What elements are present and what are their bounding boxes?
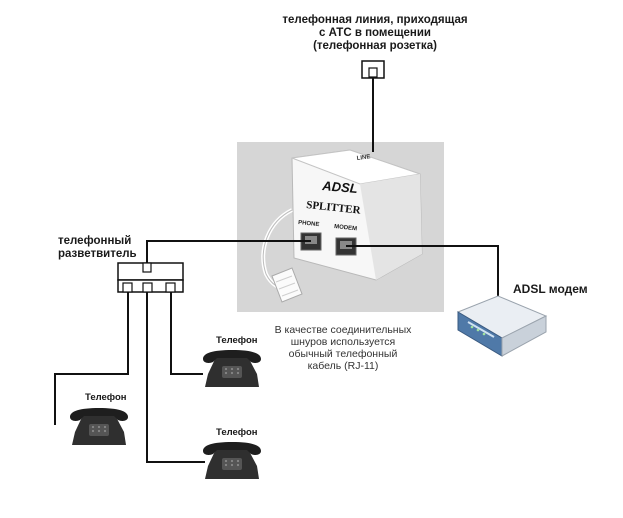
adsl-modem <box>456 295 548 357</box>
telephone-icon <box>70 408 128 445</box>
modem-port-label: MODEM <box>334 224 358 232</box>
telephone-icon <box>203 350 261 387</box>
adsl-splitter: LINE ADSL SPLITTER PHONE MODEM <box>261 149 423 303</box>
wall-outlet <box>361 60 385 79</box>
wires <box>54 78 499 463</box>
phone-splitter-box <box>117 262 184 293</box>
phone-line-label: телефонная линия, приходящая с АТС в пом… <box>282 14 468 52</box>
phone-label: Телефон <box>85 392 127 403</box>
telephone-icon <box>203 442 261 479</box>
phone-label: Телефон <box>216 335 258 346</box>
phone-splitter-label: телефонный разветвитель <box>58 235 137 260</box>
phone-label: Телефон <box>216 427 258 438</box>
adsl-modem-label: ADSL модем <box>513 282 588 296</box>
splitter-brand: ADSL <box>321 178 359 196</box>
cable-note: В качестве соединительных шнуров использ… <box>274 324 412 372</box>
splitter-model: SPLITTER <box>306 199 362 217</box>
phone-port-label: PHONE <box>298 220 320 228</box>
line-port-label: LINE <box>356 154 370 162</box>
